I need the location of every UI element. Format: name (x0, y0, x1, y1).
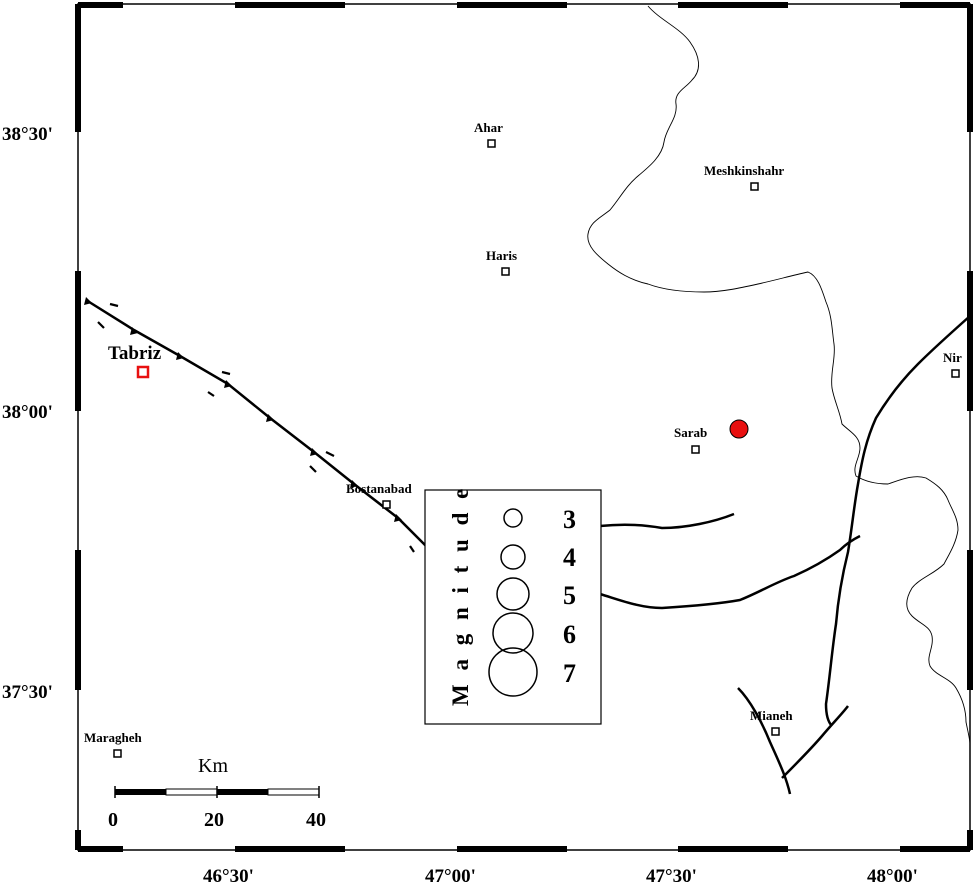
fault-slip-marks (97, 302, 415, 553)
lat-label-38-30: 38°30' (2, 124, 53, 145)
scale-tick-0: 0 (108, 809, 118, 831)
lon-label-47-30: 47°30' (646, 866, 697, 886)
city-maragheh: Maragheh (84, 730, 143, 758)
scale-segment (217, 789, 268, 795)
city-label: Maragheh (84, 730, 143, 745)
legend-title: M a g n i t u d e (448, 485, 473, 706)
legend-value-3: 3 (563, 505, 576, 534)
city-marker (771, 727, 780, 736)
scale-tick-20: 20 (204, 809, 224, 831)
legend-circle-7 (488, 647, 538, 697)
city-marker (691, 445, 700, 454)
city-label: Ahar (474, 120, 503, 135)
scale-segment (267, 788, 320, 796)
city-label: Haris (486, 248, 517, 263)
city-marker (951, 369, 960, 378)
fault-mianeh-sw (737, 687, 792, 795)
epicenter-marker (729, 419, 749, 439)
legend-value-5: 5 (563, 581, 576, 610)
scale-unit: Km (198, 755, 228, 777)
city-label: Meshkinshahr (704, 163, 784, 178)
frame-ticks (75, 2, 973, 852)
city-meshkinshahr: Meshkinshahr (704, 163, 784, 191)
legend-value-6: 6 (563, 620, 576, 649)
city-label: Tabriz (108, 343, 162, 364)
fault-east-lower (599, 534, 861, 610)
city-ahar: Ahar (474, 120, 503, 148)
city-marker (750, 182, 759, 191)
city-label: Nir (943, 350, 962, 365)
fault-mianeh-ne (781, 705, 849, 779)
scale-segment (165, 788, 218, 796)
city-marker (501, 267, 510, 276)
city-marker (113, 749, 122, 758)
city-nir: Nir (943, 350, 962, 378)
city-haris: Haris (486, 248, 517, 276)
fault-east-upper (599, 512, 735, 530)
city-marker (487, 139, 496, 148)
legend-circle-3 (503, 508, 523, 528)
tabriz-marker (136, 365, 150, 379)
legend-circle-5 (496, 577, 530, 611)
legend-circle-4 (500, 544, 526, 570)
city-label: Sarab (674, 425, 707, 440)
lat-label-38-00: 38°00' (2, 402, 53, 423)
city-marker (382, 500, 391, 509)
fault-teeth (84, 297, 402, 522)
lat-label-37-30: 37°30' (2, 682, 53, 703)
city-sarab: Sarab (674, 425, 707, 454)
legend-circle-6 (492, 612, 534, 654)
scale-bar: Km 0 20 40 (108, 755, 326, 831)
legend-box (424, 489, 602, 725)
lon-label-46-30: 46°30' (203, 866, 254, 886)
legend-value-7: 7 (563, 659, 576, 688)
scale-segment (115, 789, 166, 795)
north-tabriz-fault (85, 298, 427, 547)
scale-tick-40: 40 (306, 809, 326, 831)
lon-label-47-00: 47°00' (425, 866, 476, 886)
city-bostanabad: Bostanabad (346, 481, 413, 509)
lon-label-48-00: 48°00' (867, 866, 918, 886)
legend-value-4: 4 (563, 543, 576, 572)
fault-nir-mianeh (824, 315, 971, 727)
city-label: Bostanabad (346, 481, 413, 496)
city-tabriz: Tabriz (108, 343, 162, 379)
magnitude-legend: M a g n i t u d e 3 4 5 6 7 (424, 485, 602, 725)
city-label: Mianeh (750, 708, 793, 723)
province-boundary (587, 5, 971, 745)
city-mianeh: Mianeh (750, 708, 793, 736)
